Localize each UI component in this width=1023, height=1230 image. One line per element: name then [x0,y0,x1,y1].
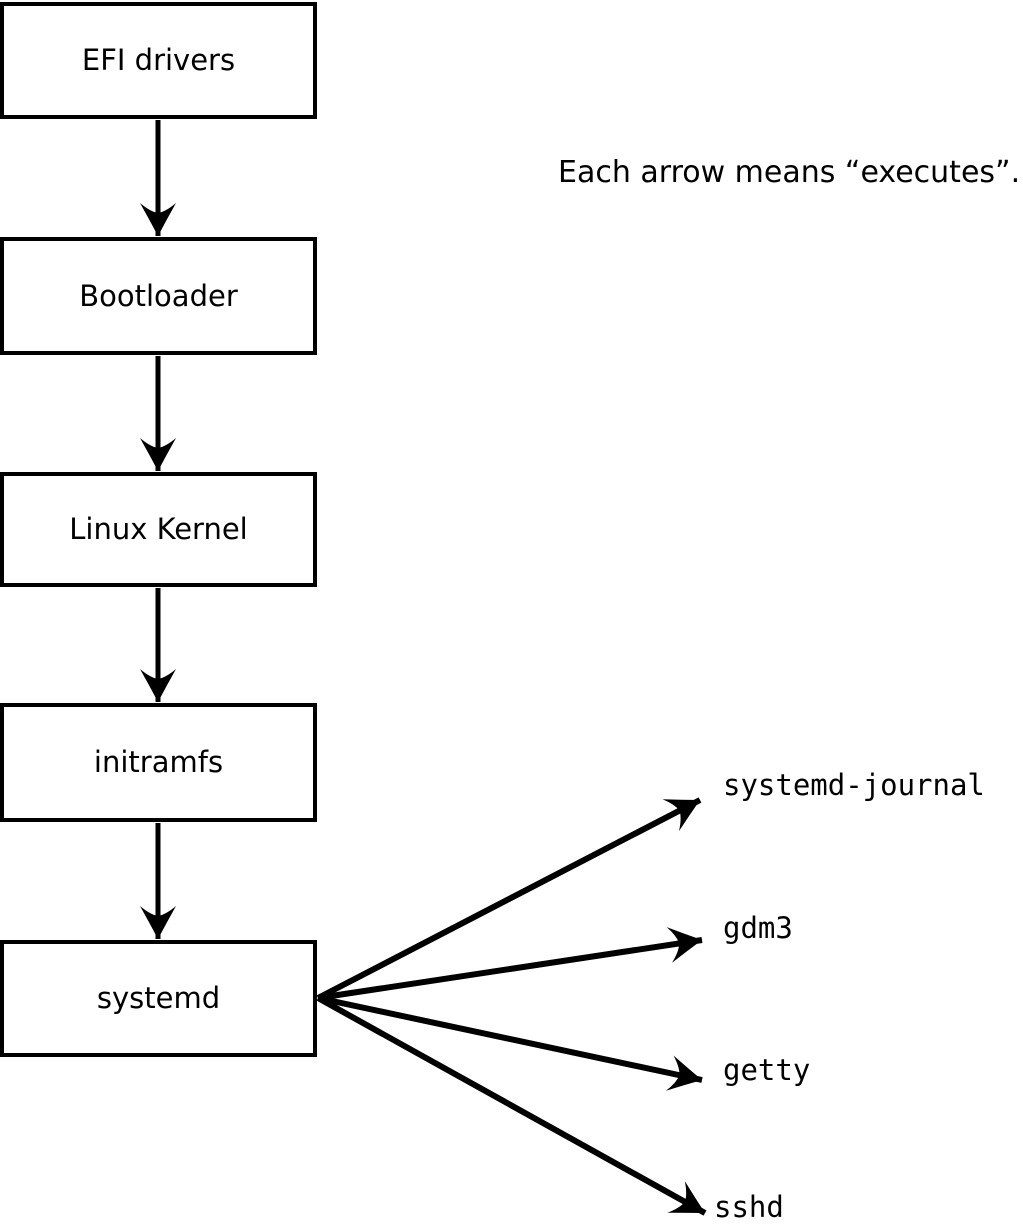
node-linux-kernel-label: Linux Kernel [69,512,248,546]
label-getty: getty [723,1053,811,1087]
arrow-systemd-to-journal [316,797,702,1001]
node-bootloader-label: Bootloader [79,278,238,313]
node-efi-drivers-label: EFI drivers [81,43,236,77]
node-efi-drivers: EFI drivers [0,2,317,119]
arrow-systemd-to-getty [317,995,703,1091]
label-gdm3: gdm3 [723,911,793,945]
node-initramfs: initramfs [0,703,317,822]
label-systemd-journal: systemd-journal [723,768,985,802]
label-sshd: sshd [714,1190,784,1224]
node-initramfs-label: initramfs [93,745,224,779]
arrow-legend-note: Each arrow means “executes”. [558,155,1021,190]
node-bootloader: Bootloader [0,237,317,355]
node-systemd-label: systemd [96,981,221,1015]
node-systemd: systemd [0,940,317,1057]
arrow-systemd-to-sshd [316,995,707,1216]
arrow-systemd-to-gdm3 [317,927,703,1001]
node-linux-kernel: Linux Kernel [0,472,317,587]
